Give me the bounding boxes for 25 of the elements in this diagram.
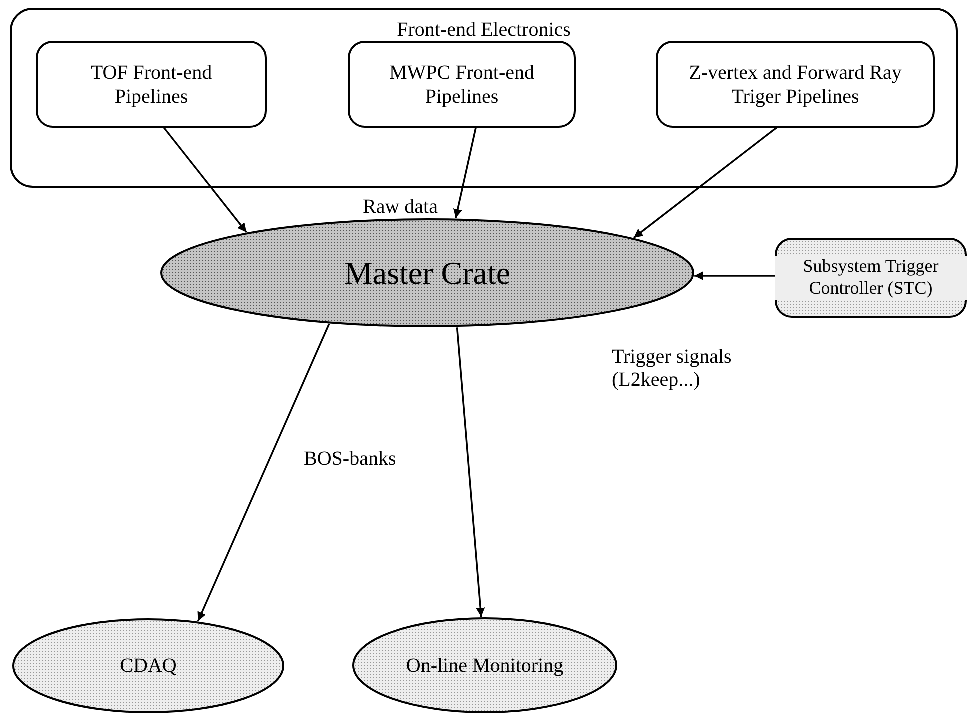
annotation-label: BOS-banks [304,448,398,471]
group-box [10,8,958,188]
node-label: TOF Front-end Pipelines [90,60,214,108]
process-box [36,41,267,128]
arrow [197,324,330,622]
process-ellipse [352,617,618,714]
arrow [694,272,775,280]
node-label: On-line Monitoring [405,654,565,678]
annotation-label: Raw data [362,196,438,219]
process-box [775,238,967,318]
arrow [164,127,248,234]
group-heading: Front-end Electronics [396,18,572,42]
node-label: Master Crate [343,254,512,292]
process-ellipse [12,618,285,714]
node-label: Z-vertex and Forward Ray Triger Pipelines [688,60,903,108]
annotation-label: Trigger signals (L2keep...) [612,346,733,392]
arrow [454,128,477,218]
node-label: Subsystem Trigger Controller (STC) [775,256,967,300]
process-box [656,41,935,128]
node-label: MWPC Front-end Pipelines [388,60,536,108]
process-box [348,41,576,128]
arrow [633,127,778,239]
arrow [456,328,486,618]
node-label: CDAQ [119,654,178,678]
process-ellipse [160,218,695,328]
